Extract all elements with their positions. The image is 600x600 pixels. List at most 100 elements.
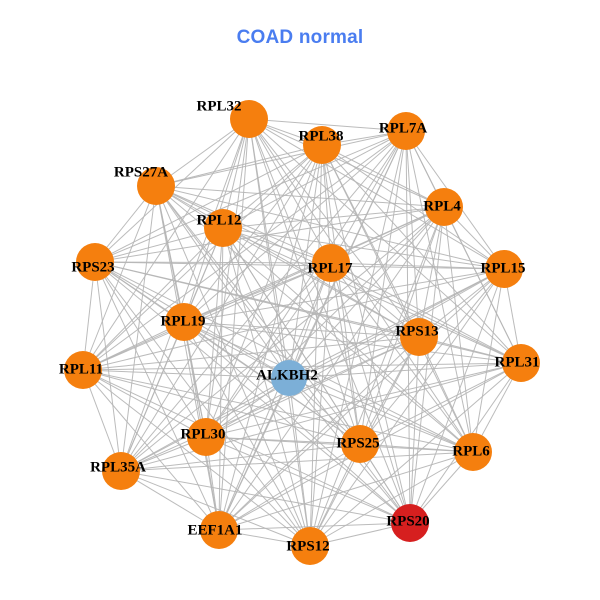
edge-line — [205, 130, 407, 438]
node-label: EEF1A1 — [187, 522, 242, 538]
node-circle[interactable] — [187, 418, 225, 456]
node-circle[interactable] — [341, 425, 379, 463]
edge-line — [155, 185, 445, 208]
edge-line — [94, 261, 220, 531]
graph-node-rps12[interactable]: RPS12 — [286, 527, 330, 565]
graph-node-rps27a[interactable]: RPS27A — [114, 164, 175, 205]
graph-node-rpl6[interactable]: RPL6 — [452, 433, 492, 471]
node-label: RPS20 — [386, 513, 429, 529]
edge-line — [94, 261, 474, 453]
graph-node-rpl17[interactable]: RPL17 — [308, 244, 354, 282]
edge-line — [288, 336, 420, 379]
graph-node-rpl12[interactable]: RPL12 — [197, 209, 243, 247]
node-label: RPS23 — [71, 259, 114, 275]
graph-node-rpl30[interactable]: RPL30 — [181, 418, 226, 456]
graph-node-rpl11[interactable]: RPL11 — [59, 351, 103, 389]
node-label: RPL32 — [197, 98, 242, 114]
edge-line — [218, 262, 332, 531]
edge-line — [218, 118, 250, 531]
edge-line — [94, 261, 207, 438]
edge-line — [205, 362, 522, 438]
node-circle[interactable] — [425, 188, 463, 226]
edge-line — [82, 118, 250, 371]
node-circle[interactable] — [102, 452, 140, 490]
edge-line — [288, 377, 311, 547]
edge-line — [222, 227, 311, 547]
graph-node-rps20[interactable]: RPS20 — [386, 504, 430, 542]
page-title: COAD normal — [236, 27, 364, 48]
edge-line — [183, 321, 474, 453]
edge-line — [155, 185, 505, 270]
edge-line — [205, 206, 445, 438]
edge-line — [120, 262, 332, 472]
edge-line — [94, 227, 224, 263]
graph-node-rpl15[interactable]: RPL15 — [481, 250, 526, 288]
node-label: RPS13 — [395, 323, 438, 339]
edge-line — [120, 268, 505, 472]
edge-line — [472, 268, 505, 453]
node-circle[interactable] — [271, 360, 307, 396]
edge-line — [94, 261, 411, 524]
node-circle[interactable] — [485, 250, 523, 288]
edge-line — [183, 321, 411, 524]
edge-line — [82, 336, 420, 371]
node-label: RPL30 — [181, 426, 226, 442]
graph-node-rpl31[interactable]: RPL31 — [495, 344, 541, 382]
node-circle[interactable] — [312, 244, 350, 282]
graph-node-rpl7a[interactable]: RPL7A — [379, 112, 428, 150]
node-circle[interactable] — [137, 167, 175, 205]
edge-line — [82, 268, 505, 371]
edge-line — [82, 130, 407, 371]
node-circle[interactable] — [303, 126, 341, 164]
edge-line — [94, 130, 407, 263]
graph-node-eef1a1[interactable]: EEF1A1 — [187, 511, 243, 549]
node-circle[interactable] — [391, 504, 429, 542]
edge-line — [205, 436, 311, 547]
edge-line — [248, 118, 311, 547]
graph-node-rpl32[interactable]: RPL32 — [197, 98, 269, 138]
node-circle[interactable] — [454, 433, 492, 471]
node-label: RPL6 — [452, 443, 490, 459]
edge-line — [155, 144, 323, 187]
node-circle[interactable] — [291, 527, 329, 565]
edge-line — [183, 262, 332, 323]
edge-line — [155, 118, 250, 187]
edge-line — [321, 144, 505, 270]
edge-line — [183, 130, 407, 323]
node-circle[interactable] — [204, 209, 242, 247]
node-circle[interactable] — [230, 100, 268, 138]
edge-line — [309, 130, 407, 547]
node-circle[interactable] — [165, 303, 203, 341]
edge-line — [218, 377, 290, 531]
graph-node-rpl4[interactable]: RPL4 — [423, 188, 463, 226]
edge-line — [155, 185, 411, 524]
graph-node-rps25[interactable]: RPS25 — [336, 425, 380, 463]
graph-node-rps13[interactable]: RPS13 — [395, 318, 439, 356]
graph-node-rps23[interactable]: RPS23 — [71, 243, 115, 281]
node-circle[interactable] — [64, 351, 102, 389]
edge-line — [82, 262, 332, 371]
node-circle[interactable] — [400, 318, 438, 356]
node-circle[interactable] — [387, 112, 425, 150]
edge-line — [82, 369, 361, 445]
edge-line — [120, 451, 474, 472]
edge-line — [443, 206, 522, 364]
node-circle[interactable] — [76, 243, 114, 281]
graph-node-rpl19[interactable]: RPL19 — [161, 303, 206, 341]
edge-line — [94, 261, 332, 264]
node-label: RPS27A — [114, 164, 168, 180]
graph-node-rpl35a[interactable]: RPL35A — [90, 452, 146, 490]
edge-line — [222, 227, 290, 379]
edge-line — [205, 118, 250, 438]
node-label: RPS25 — [336, 435, 379, 451]
edge-line — [309, 451, 474, 547]
edge-line — [321, 144, 522, 364]
graph-node-rpl38[interactable]: RPL38 — [299, 126, 344, 164]
node-circle[interactable] — [502, 344, 540, 382]
edge-line — [82, 369, 290, 379]
node-circle[interactable] — [200, 511, 238, 549]
graph-node-alkbh2[interactable]: ALKBH2 — [256, 360, 318, 396]
edge-line — [330, 206, 445, 264]
edge-line — [120, 443, 361, 472]
